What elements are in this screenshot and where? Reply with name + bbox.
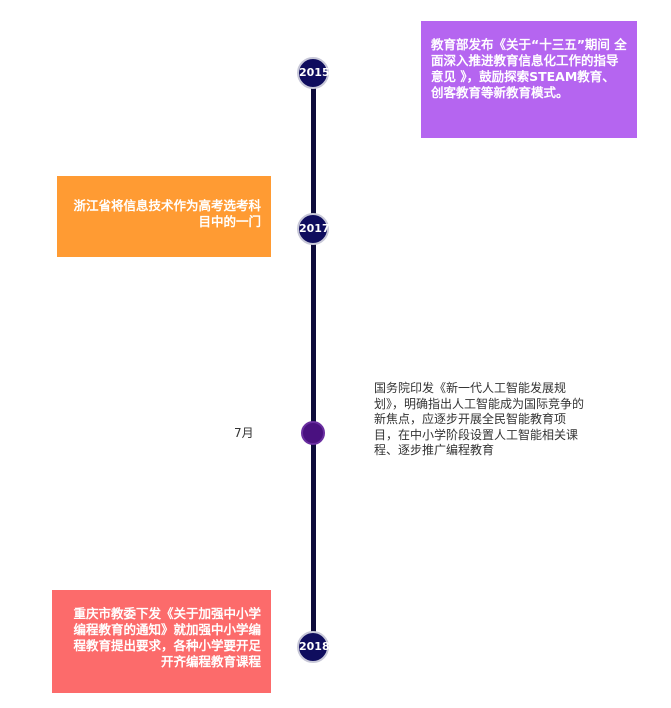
- event-card-2015: 教育部发布《关于“十三五”期间 全面深入推进教育信息化工作的指导意见 》，鼓励探…: [421, 21, 637, 138]
- year-label: 2015: [299, 66, 330, 79]
- event-text-block: 国务院印发《新一代人工智能发展规划》，明确指出人工智能成为国际竞争的新焦点，应逐…: [374, 381, 585, 457]
- event-text: 浙江省将信息技术作为高考选考科目中的一门: [73, 198, 261, 229]
- timeline-axis: [311, 72, 316, 646]
- event-card-2017: 浙江省将信息技术作为高考选考科目中的一门: [57, 176, 271, 257]
- event-card-2018: 重庆市教委下发《关于加强中小学编程教育的通知》就加强中小学编程教育提出要求，各种…: [52, 590, 271, 693]
- month-node: [301, 421, 325, 445]
- event-text: 重庆市教委下发《关于加强中小学编程教育的通知》就加强中小学编程教育提出要求，各种…: [73, 606, 261, 669]
- year-node-2018: 2018: [297, 631, 330, 663]
- year-node-2017: 2017: [297, 213, 330, 245]
- year-node-2015: 2015: [297, 57, 330, 89]
- year-label: 2018: [299, 640, 330, 653]
- month-label: 7月: [234, 426, 254, 440]
- event-text: 教育部发布《关于“十三五”期间 全面深入推进教育信息化工作的指导意见 》，鼓励探…: [431, 37, 627, 100]
- year-label: 2017: [299, 222, 330, 235]
